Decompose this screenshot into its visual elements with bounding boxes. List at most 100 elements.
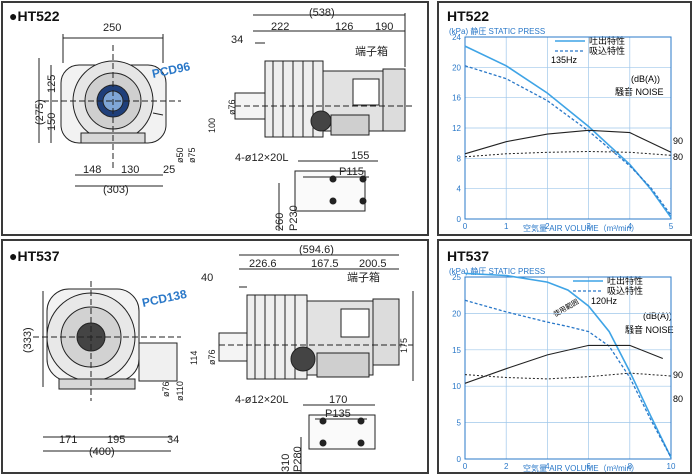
chart1-noise-unit: (dB(A)) xyxy=(631,74,660,84)
dim-310: 310 xyxy=(280,454,292,472)
dim-2266: 226.6 xyxy=(249,258,277,270)
chart2-freq: 120Hz xyxy=(591,296,618,306)
chart1-ytick-label: 24 xyxy=(452,33,461,42)
chart2-xtick-label: 8 xyxy=(628,462,633,471)
dim-34b: 34 xyxy=(167,434,179,446)
ht537-pcd-label: PCD138 xyxy=(141,287,189,310)
dim-333: (333) xyxy=(22,327,34,353)
chart1-noise-curve-upper xyxy=(464,129,672,155)
chart2-ytick-label: 20 xyxy=(452,309,461,318)
dim-50: ø50 xyxy=(175,147,185,163)
chart1-noise-curve-lower xyxy=(464,150,672,158)
chart1-freq: 135Hz xyxy=(551,55,578,65)
chart1-noise-label: 騒音 NOISE xyxy=(615,86,664,97)
ht537-base-view xyxy=(300,404,376,472)
ht537-front-view xyxy=(33,281,181,452)
ht522-dimension-drawing: 250 PCD96 125 (275) 150 148 130 25 (303)… xyxy=(34,7,413,231)
chart-ht522: (kPa) 静圧 STATIC PRESS 空気量 AIR VOLUME（m³/… xyxy=(449,26,683,233)
chart1-ytick-label: 20 xyxy=(452,63,461,72)
dim-195: 195 xyxy=(107,434,125,446)
chart2-range-label: 使用範囲 xyxy=(552,297,581,319)
chart1-noise-tick-80: 80 xyxy=(673,152,683,162)
chart1-xtick-label: 4 xyxy=(628,222,633,231)
dim-222: 222 xyxy=(271,21,289,33)
chart1-ytick-label: 4 xyxy=(457,185,462,194)
drawing-title-ht537: ●HT537 xyxy=(9,248,60,264)
chart2-noise-tick-80: 80 xyxy=(673,394,683,404)
dim-5946: (594.6) xyxy=(299,244,334,256)
dim-76c: ø76 xyxy=(207,349,217,365)
ht537-side-view xyxy=(218,254,414,381)
chart2-plot-frame xyxy=(464,276,672,460)
chart1-xtick-label: 5 xyxy=(669,222,674,231)
chart2-noise-curve-lower xyxy=(464,372,672,380)
chart2-xtick-label: 10 xyxy=(667,462,676,471)
dim-114: 114 xyxy=(189,351,199,365)
ht522-side-view xyxy=(234,13,413,138)
chart1-discharge-curve xyxy=(464,45,672,218)
chart-panel-ht522: HT522 (kPa) 静圧 STATIC PRESS 空気量 AIR VOLU… xyxy=(437,1,692,236)
dim-2005: 200.5 xyxy=(359,258,387,270)
dim-303: (303) xyxy=(103,184,129,196)
chart2-xtick-label: 4 xyxy=(545,462,550,471)
dim-100: 100 xyxy=(207,118,217,133)
chart2-ytick-label: 0 xyxy=(457,455,462,464)
chart2-xlabel: 空気量 AIR VOLUME（m³/min） xyxy=(523,463,639,472)
chart1-xtick-label: 0 xyxy=(463,222,468,231)
dim-175: 175 xyxy=(399,338,409,353)
dim-400: (400) xyxy=(89,446,115,458)
drawing-title-ht522: ●HT522 xyxy=(9,8,60,24)
chart2-noise-label: 騒音 NOISE xyxy=(625,324,674,335)
chart1-xtick-label: 1 xyxy=(504,222,509,231)
dim-p115: P115 xyxy=(339,166,364,178)
chart1-xtick-label: 3 xyxy=(586,222,591,231)
dim-25: 25 xyxy=(163,164,175,176)
dim-110: ø110 xyxy=(175,381,185,401)
dim-p230: P230 xyxy=(288,205,300,231)
ht537-terminal-box: 端子箱 xyxy=(347,270,380,284)
dim-1675: 167.5 xyxy=(311,258,339,270)
dim-155: 155 xyxy=(351,150,369,162)
chart2-xtick-label: 6 xyxy=(586,462,591,471)
ht522-bolt-spec: 4-ø12×20L xyxy=(235,152,289,164)
ht522-terminal-box: 端子箱 xyxy=(355,44,388,58)
dim-171: 171 xyxy=(59,434,77,446)
chart1-suction-curve xyxy=(464,65,672,216)
chart1-ytick-label: 16 xyxy=(452,94,461,103)
chart1-legend-discharge: 吐出特性 xyxy=(589,35,625,46)
dim-125: 125 xyxy=(46,75,58,93)
dim-148: 148 xyxy=(83,164,101,176)
chart1-noise-tick-90: 90 xyxy=(673,136,683,146)
drawing-panel-ht522: ●HT522 250 PCD96 125 (275) 150 148 130 2… xyxy=(1,1,429,236)
dim-34: 34 xyxy=(231,34,243,46)
chart2-ytick-label: 15 xyxy=(452,346,461,355)
chart2-noise-unit: (dB(A)) xyxy=(643,311,672,321)
dim-150: 150 xyxy=(46,113,58,131)
chart2-noise-tick-90: 90 xyxy=(673,370,683,380)
dim-538: (538) xyxy=(309,7,335,19)
chart2-xtick-label: 2 xyxy=(504,462,509,471)
chart-title-ht537: HT537 xyxy=(447,248,490,264)
chart2-ytick-label: 5 xyxy=(457,419,462,428)
chart1-ytick-label: 0 xyxy=(457,215,462,224)
chart2-legend-suction: 吸込特性 xyxy=(607,285,643,296)
ht522-base-view xyxy=(278,160,378,231)
dim-40: 40 xyxy=(201,272,213,284)
ht537-bolt-spec: 4-ø12×20L xyxy=(235,394,289,406)
chart1-ytick-label: 8 xyxy=(457,154,462,163)
chart-title-ht522: HT522 xyxy=(447,8,490,24)
dim-p135: P135 xyxy=(325,408,351,420)
chart1-xtick-label: 2 xyxy=(545,222,550,231)
dim-170: 170 xyxy=(329,394,347,406)
chart-ht537: (kPa) 静圧 STATIC PRESS 空気量 AIR VOLUME（m³/… xyxy=(449,266,683,472)
drawing-panel-ht537: ●HT537 PCD138 (333) 114 ø76 ø110 171 195… xyxy=(1,239,429,474)
ht522-pcd-label: PCD96 xyxy=(151,59,192,81)
dim-190: 190 xyxy=(375,21,393,33)
ht522-front-view xyxy=(38,34,181,187)
chart2-suction-curve xyxy=(464,299,672,458)
dim-76b: ø76 xyxy=(161,381,171,397)
dim-76: ø76 xyxy=(227,99,237,115)
chart1-ytick-label: 12 xyxy=(452,124,461,133)
dim-p280: P280 xyxy=(292,446,304,472)
chart1-legend-suction: 吸込特性 xyxy=(589,45,625,56)
